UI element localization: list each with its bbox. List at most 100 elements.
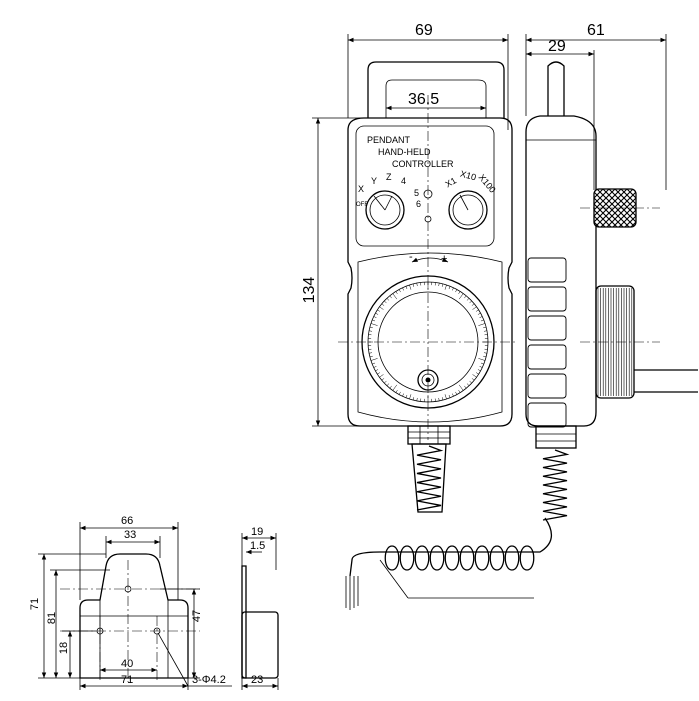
dim-bracket-hole-offset: 18 bbox=[58, 642, 70, 654]
scale-tick bbox=[369, 355, 373, 358]
axis-selector-switch: X Y Z 4 5 6 OFF bbox=[356, 172, 421, 230]
axis-label-off: OFF bbox=[356, 202, 368, 208]
scale-tick bbox=[458, 293, 464, 300]
grip-rib bbox=[527, 257, 567, 283]
scale-tick bbox=[478, 323, 486, 326]
bracket-side-block bbox=[241, 611, 279, 679]
multiplier-label-x100: X100 bbox=[477, 172, 498, 195]
direction-minus: - bbox=[409, 251, 413, 263]
scale-tick bbox=[392, 384, 398, 391]
scale-tick bbox=[392, 293, 398, 300]
axis-label-4: 4 bbox=[401, 176, 406, 186]
bracket-side-view: 19 1.5 23 bbox=[241, 526, 279, 690]
scale-tick bbox=[448, 286, 451, 290]
scale-tick bbox=[480, 362, 484, 365]
scale-tick bbox=[395, 389, 398, 393]
scale-tick bbox=[395, 291, 398, 295]
scale-tick bbox=[375, 312, 379, 315]
scale-tick bbox=[377, 309, 381, 312]
scale-tick bbox=[478, 358, 486, 361]
scale-tick bbox=[398, 289, 401, 293]
scale-tick bbox=[379, 306, 384, 310]
side-cable-tail bbox=[349, 517, 552, 577]
side-top-knob bbox=[547, 61, 565, 116]
scale-tick bbox=[455, 391, 458, 395]
panel-text-line-3: CONTROLLER bbox=[392, 159, 454, 169]
side-cable-spring bbox=[542, 449, 570, 521]
scale-tick bbox=[389, 295, 392, 299]
scale-tick bbox=[372, 319, 376, 322]
scale-tick bbox=[405, 286, 408, 290]
axis-label-y: Y bbox=[371, 176, 377, 186]
panel-text-line-2: HAND-HELD bbox=[378, 147, 431, 157]
front-strain-relief bbox=[411, 443, 447, 513]
scale-tick bbox=[477, 312, 481, 315]
scale-tick bbox=[412, 397, 415, 401]
scale-tick bbox=[416, 283, 418, 287]
panel-text-line-1: PENDANT bbox=[367, 135, 411, 145]
side-crank-stub bbox=[634, 369, 698, 393]
scale-tick bbox=[464, 385, 467, 389]
scale-tick bbox=[464, 295, 467, 299]
scale-tick bbox=[405, 394, 408, 398]
scale-tick bbox=[479, 366, 483, 368]
front-panel bbox=[355, 125, 495, 247]
axis-label-6: 6 bbox=[416, 199, 421, 209]
scale-tick bbox=[370, 358, 378, 361]
dim-window-width: 36.5 bbox=[408, 91, 439, 108]
scale-tick bbox=[398, 391, 401, 395]
scale-tick bbox=[466, 383, 470, 386]
scale-tick bbox=[375, 369, 379, 372]
scale-tick bbox=[373, 366, 377, 368]
scale-tick bbox=[386, 298, 390, 301]
scale-tick bbox=[472, 306, 477, 310]
scale-tick bbox=[386, 383, 390, 386]
scale-tick bbox=[444, 284, 447, 290]
dim-bracket-top-width: 66 bbox=[121, 515, 133, 527]
scale-tick bbox=[455, 289, 458, 293]
grip-rib bbox=[527, 315, 567, 341]
scale-tick bbox=[438, 283, 440, 287]
dim-bracket-side-depth: 19 bbox=[251, 526, 263, 538]
scale-tick bbox=[458, 389, 461, 393]
scale-tick bbox=[448, 394, 451, 398]
dim-front-height: 134 bbox=[301, 277, 318, 304]
axis-label-x: X bbox=[358, 184, 364, 194]
scale-tick bbox=[441, 397, 444, 401]
scale-tick bbox=[441, 283, 444, 287]
scale-tick bbox=[475, 309, 479, 312]
scale-tick bbox=[475, 372, 479, 375]
front-handle-inner bbox=[385, 79, 487, 118]
dim-bracket-inner-width: 33 bbox=[124, 529, 136, 541]
bracket-outline bbox=[79, 553, 189, 679]
scale-tick bbox=[384, 300, 387, 304]
scale-tick bbox=[381, 378, 385, 381]
scale-tick bbox=[438, 397, 440, 401]
scale-tick bbox=[369, 326, 373, 329]
grip-rib bbox=[527, 402, 567, 428]
front-view: PENDANT HAND-HELD CONTROLLER X Y Z 4 5 6… bbox=[301, 22, 518, 513]
scale-tick bbox=[483, 326, 487, 329]
scale-tick bbox=[381, 303, 385, 306]
multiplier-switch: X1 X10 X100 bbox=[444, 169, 498, 230]
grip-rib bbox=[527, 373, 567, 399]
direction-arrow bbox=[411, 257, 449, 263]
axis-label-z: Z bbox=[386, 172, 392, 182]
dim-bracket-thickness: 1.5 bbox=[250, 540, 265, 552]
scale-tick bbox=[373, 316, 377, 318]
dim-bracket-hole-spacing: 40 bbox=[121, 658, 133, 670]
scale-tick bbox=[372, 362, 376, 365]
scale-tick bbox=[452, 393, 454, 397]
scale-tick bbox=[479, 316, 483, 318]
handwheel-scale bbox=[368, 282, 488, 402]
direction-plus: + bbox=[441, 253, 447, 265]
coiled-cord bbox=[384, 545, 535, 571]
scale-tick bbox=[452, 287, 454, 291]
scale-tick bbox=[483, 330, 487, 332]
grip-rib bbox=[527, 286, 567, 312]
scale-tick bbox=[483, 355, 487, 358]
scale-tick bbox=[369, 352, 373, 354]
front-body bbox=[347, 117, 513, 427]
dim-bracket-height: 71 bbox=[29, 598, 41, 610]
